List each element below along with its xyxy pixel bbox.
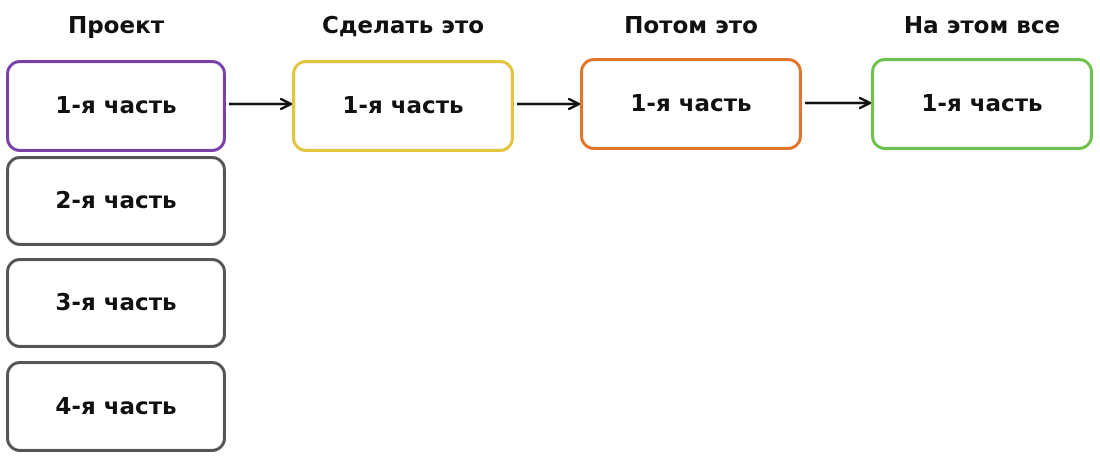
project-item-4[interactable]: 4-я часть <box>6 361 226 452</box>
done-item-1-label: 1-я часть <box>921 91 1043 117</box>
column-title-done: На этом все <box>903 13 1061 39</box>
project-item-1-label: 1-я часть <box>55 93 177 119</box>
done-item-1[interactable]: 1-я часть <box>871 58 1093 150</box>
column-title-do-this: Сделать это <box>321 13 485 39</box>
project-item-3-label: 3-я часть <box>55 290 177 316</box>
then-this-item-1-label: 1-я часть <box>630 91 752 117</box>
column-title-project: Проект <box>67 13 165 39</box>
project-item-2[interactable]: 2-я часть <box>6 156 226 246</box>
project-item-1[interactable]: 1-я часть <box>6 60 226 152</box>
column-title-then-this: Потом это <box>624 13 758 39</box>
project-item-2-label: 2-я часть <box>55 188 177 214</box>
then-this-item-1[interactable]: 1-я часть <box>580 58 802 150</box>
project-item-4-label: 4-я часть <box>55 393 177 420</box>
do-this-item-1-label: 1-я часть <box>342 93 464 119</box>
project-item-3[interactable]: 3-я часть <box>6 258 226 348</box>
do-this-item-1[interactable]: 1-я часть <box>292 60 514 152</box>
